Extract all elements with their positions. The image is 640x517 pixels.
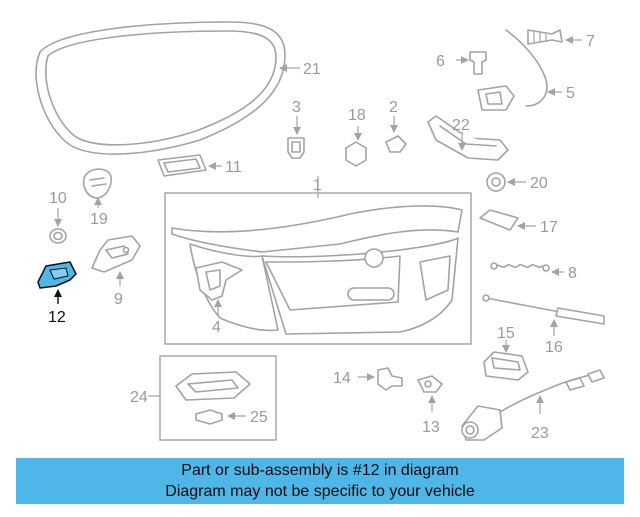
callout-13: 13 [422, 419, 440, 436]
callout-11: 11 [225, 159, 242, 176]
part-21-weatherstrip: 21 [35, 21, 321, 155]
callout-9: 9 [114, 291, 123, 308]
callout-18: 18 [348, 107, 366, 124]
part-22-hinge: 22 [427, 115, 509, 161]
callout-25: 25 [250, 409, 268, 426]
callout-2: 2 [389, 99, 398, 116]
part-25-bulb: 25 [195, 409, 268, 426]
part-16-strut: 16 [482, 294, 605, 356]
callout-22: 22 [452, 117, 470, 134]
callout-17: 17 [540, 219, 558, 236]
info-banner: Part or sub-assembly is #12 in diagram D… [16, 458, 624, 504]
part-4-hinge-bracket: 4 [195, 261, 243, 336]
part-1-trunk-lid: 1 [164, 176, 472, 345]
callout-5: 5 [566, 85, 575, 102]
part-15-lamp: 15 [483, 325, 529, 381]
callout-10: 10 [49, 190, 67, 207]
part-12-bracket-highlighted: 12 [37, 261, 77, 326]
callout-1: 1 [313, 177, 322, 194]
part-23-camera: 23 [461, 369, 605, 442]
part-11-bezel: 11 [157, 154, 242, 177]
part-17-pad: 17 [479, 209, 558, 236]
part-2-stop: 2 [385, 99, 407, 153]
callout-21: 21 [303, 61, 321, 78]
callout-23: 23 [531, 425, 549, 442]
callout-12: 12 [48, 309, 66, 326]
callout-4: 4 [212, 319, 221, 336]
callout-6: 6 [436, 53, 445, 70]
banner-line-disclaimer: Diagram may not be specific to your vehi… [165, 483, 475, 500]
part-19-cushion: 19 [82, 168, 113, 228]
callout-15: 15 [497, 325, 515, 342]
part-9-bracket: 9 [91, 235, 141, 308]
part-3-clip: 3 [287, 99, 305, 159]
callout-3: 3 [292, 99, 301, 116]
banner-line-part: Part or sub-assembly is #12 in diagram [181, 462, 459, 479]
part-6-screw: 6 [436, 51, 487, 75]
callout-16: 16 [545, 339, 563, 356]
part-7-bolt: 7 [527, 29, 595, 50]
part-10-bumper: 10 [49, 190, 67, 244]
part-24-license-lamp-assembly: 24 [130, 355, 277, 441]
callout-14: 14 [333, 370, 351, 387]
part-20-grommet: 20 [486, 172, 548, 192]
callout-19: 19 [90, 211, 108, 228]
part-13-clip: 13 [417, 375, 443, 436]
callout-8: 8 [568, 265, 577, 282]
part-5-latch-cable: 5 [477, 29, 575, 111]
part-18-cap: 18 [345, 107, 367, 167]
callout-20: 20 [530, 175, 548, 192]
part-14-bolt: 14 [333, 367, 403, 391]
callout-7: 7 [586, 33, 595, 50]
callout-24: 24 [130, 389, 148, 406]
part-8-spring: 8 [490, 262, 577, 282]
